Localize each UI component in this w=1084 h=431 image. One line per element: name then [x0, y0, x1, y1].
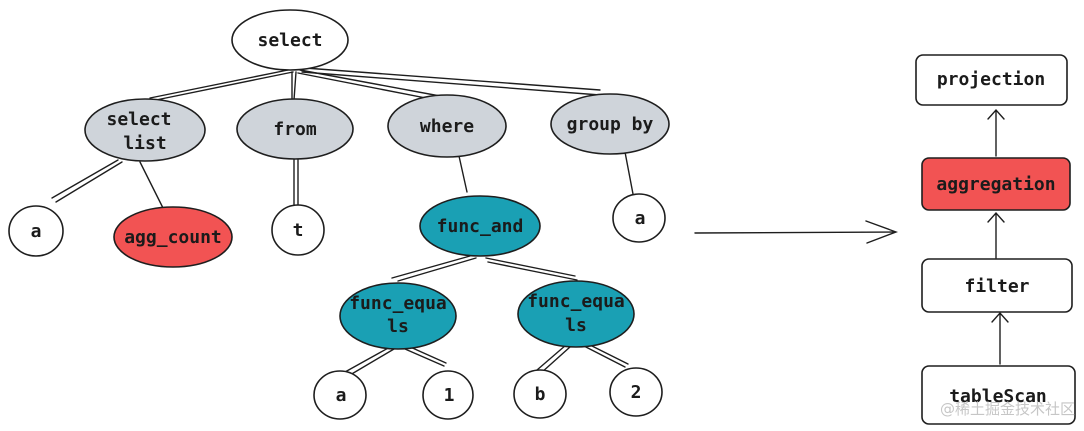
- plan-node-aggregation: aggregation: [921, 157, 1071, 211]
- plan-node-projection: projection: [915, 54, 1068, 106]
- plan-node-filter: filter: [921, 258, 1073, 313]
- ast-edges: [51, 67, 634, 376]
- node-select-list-shape: [84, 98, 206, 162]
- edge-groupby-a: [624, 151, 634, 195]
- node-group-by: group by: [550, 93, 670, 155]
- plan-edges: [987, 108, 1009, 365]
- node-where-label: where: [420, 116, 474, 137]
- node-select-label: select: [257, 30, 322, 51]
- node-func-equals-1-shape: [339, 282, 457, 350]
- edge-select-from: [291, 71, 297, 101]
- node-where: where: [387, 94, 507, 158]
- node-eq-1-shape: [422, 370, 474, 420]
- node-eq-2: 2: [609, 367, 663, 417]
- node-from: from: [236, 98, 354, 160]
- plan-node-aggregation-shape: [921, 157, 1071, 211]
- node-t-label: t: [293, 220, 304, 241]
- node-eq-a-shape: [313, 370, 367, 420]
- transform-arrow-shaft: [694, 231, 895, 234]
- plan-node-aggregation-label: aggregation: [936, 174, 1055, 195]
- node-a-column-shape: [8, 205, 64, 257]
- plan-node-tablescan-shape: [921, 365, 1076, 425]
- plan-node-filter-label: filter: [964, 276, 1029, 297]
- transform-arrow-head: [865, 220, 899, 244]
- plan-node-tablescan-label: tableScan: [949, 386, 1047, 407]
- edge-filter-aggregation: [987, 211, 1005, 259]
- node-func-and-shape: [419, 195, 541, 257]
- watermark: @稀土掘金技术社区: [940, 400, 1075, 418]
- node-agg-count: agg_count: [113, 206, 233, 268]
- plan-node-tablescan: tableScan: [921, 365, 1076, 425]
- node-eq-a: a: [313, 370, 367, 420]
- node-func-and: func_and: [419, 195, 541, 257]
- edge-select-where: [297, 69, 441, 101]
- node-eq-b: b: [513, 369, 567, 419]
- transform-arrow: [694, 220, 899, 244]
- node-from-label: from: [273, 119, 317, 140]
- node-select: select: [231, 9, 349, 71]
- node-eq-2-shape: [609, 367, 663, 417]
- node-eq-1-label: 1: [444, 385, 455, 406]
- node-func-equals-1-label-line2: ls: [387, 316, 409, 337]
- node-select-list-label-line1: select: [106, 109, 171, 130]
- edge-funcequals1-a: [344, 346, 395, 376]
- plan-node-filter-shape: [921, 258, 1073, 313]
- edge-selectlist-aggcount: [139, 161, 164, 209]
- node-func-and-label: func_and: [437, 216, 524, 237]
- node-group-a: a: [612, 193, 666, 243]
- node-func-equals-2-label-line1: func_equa: [527, 291, 625, 312]
- node-eq-2-label: 2: [631, 382, 642, 403]
- edge-funcequals2-b: [536, 344, 571, 374]
- edge-from-t: [293, 157, 299, 206]
- node-t: t: [271, 204, 325, 256]
- node-group-a-shape: [612, 193, 666, 243]
- node-func-equals-2-shape: [517, 280, 635, 348]
- node-agg-count-label: agg_count: [124, 227, 222, 248]
- node-from-shape: [236, 98, 354, 160]
- edge-funcand-funcequals2: [485, 257, 578, 281]
- node-func-equals-2-label-line2: ls: [565, 315, 587, 336]
- edge-selectlist-a: [51, 159, 123, 203]
- plan-node-projection-label: projection: [937, 69, 1045, 90]
- plan-node-projection-shape: [915, 54, 1068, 106]
- node-group-a-label: a: [635, 208, 646, 229]
- node-func-equals-1-label-line1: func_equa: [349, 293, 447, 314]
- edge-funcand-funcequals1: [391, 255, 477, 282]
- node-t-shape: [271, 204, 325, 256]
- node-group-by-label: group by: [567, 114, 654, 135]
- edge-where-funcand: [458, 155, 468, 193]
- node-a-column: a: [8, 205, 64, 257]
- node-agg-count-shape: [113, 206, 233, 268]
- node-eq-a-label: a: [336, 385, 347, 406]
- edge-select-selectlist: [149, 69, 294, 101]
- node-eq-1: 1: [422, 370, 474, 420]
- node-select-shape: [231, 9, 349, 71]
- node-eq-b-shape: [513, 369, 567, 419]
- edge-funcequals1-1: [404, 345, 447, 367]
- edge-select-groupby: [301, 67, 601, 96]
- node-where-shape: [387, 94, 507, 158]
- edge-tablescan-filter: [991, 311, 1009, 365]
- node-func-equals-1: func_equa ls: [339, 282, 457, 350]
- node-select-list-label-line2: list: [123, 133, 166, 154]
- node-a-column-label: a: [31, 221, 42, 242]
- node-select-list: select list: [84, 98, 206, 162]
- node-eq-b-label: b: [535, 384, 546, 405]
- node-func-equals-2: func_equa ls: [517, 280, 635, 348]
- node-group-by-shape: [550, 93, 670, 155]
- edge-aggregation-projection: [987, 108, 1005, 157]
